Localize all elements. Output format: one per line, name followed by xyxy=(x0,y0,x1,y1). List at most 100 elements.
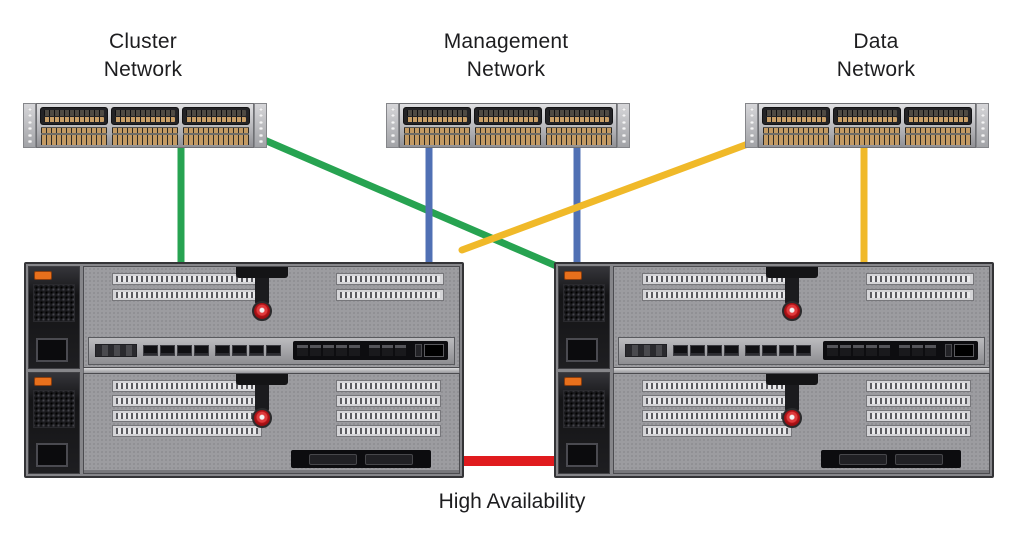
management-port xyxy=(954,344,974,357)
interconnect-port xyxy=(895,453,943,465)
psu-power-socket xyxy=(36,337,68,362)
psu-power-socket xyxy=(566,443,598,467)
controller-handle xyxy=(766,267,818,278)
rack-ear xyxy=(386,103,399,148)
console-port xyxy=(945,344,952,357)
sfp-port-group xyxy=(673,345,739,356)
bay-divider xyxy=(613,367,990,373)
blank-port-plate xyxy=(625,344,667,357)
controller-a xyxy=(83,266,460,368)
ethernet-port-block xyxy=(293,341,448,360)
cluster-network-label-line2: Network xyxy=(103,58,183,81)
pcie-slot-vent xyxy=(336,289,444,301)
controller-handle xyxy=(766,373,818,385)
data-cable-to-node-a xyxy=(458,137,760,254)
interconnect-port xyxy=(839,453,887,465)
controller-handle-stem xyxy=(785,384,799,411)
switch-port-row-top xyxy=(40,107,250,125)
pcie-slot-vent xyxy=(642,379,792,392)
interconnect-port xyxy=(365,453,413,465)
cam-lever-knob xyxy=(252,301,272,321)
rack-ear xyxy=(617,103,630,148)
cam-lever-knob xyxy=(252,407,272,428)
controller-handle-stem xyxy=(785,278,799,304)
cluster-cable-to-node-b xyxy=(258,135,565,272)
rack-ear xyxy=(23,103,36,148)
controller-b xyxy=(83,372,460,474)
controller-b xyxy=(613,372,990,474)
rack-ear xyxy=(745,103,758,148)
psu-column xyxy=(28,266,80,474)
controller-handle xyxy=(236,373,288,385)
psu-vent xyxy=(33,389,75,428)
psu-latch xyxy=(34,376,52,386)
pcie-slot-vent xyxy=(112,273,267,285)
pcie-slot-vent xyxy=(866,379,971,392)
interconnect-port xyxy=(309,453,357,465)
console-port xyxy=(415,344,422,357)
rack-ear xyxy=(254,103,267,148)
management-port xyxy=(424,344,444,357)
pcie-slot-vent xyxy=(336,424,441,437)
pcie-slot-vent xyxy=(866,394,971,407)
psu-column xyxy=(558,266,610,474)
sfp-port-group xyxy=(745,345,811,356)
cam-lever-knob xyxy=(782,301,802,321)
pcie-slot-vent xyxy=(642,394,792,407)
storage-node-a xyxy=(24,262,464,478)
cluster-network-switch xyxy=(23,103,267,148)
psu-power-socket xyxy=(566,337,598,362)
psu-latch xyxy=(564,376,582,386)
pcie-slot-vent xyxy=(866,409,971,422)
psu-bottom xyxy=(28,371,80,474)
psu-top xyxy=(28,266,80,369)
chassis-sill xyxy=(84,470,459,473)
pcie-slot-vent xyxy=(642,424,792,437)
sfp-port-group xyxy=(215,345,281,356)
io-port-strip xyxy=(618,336,985,365)
pcie-slot-vent xyxy=(866,273,974,285)
psu-latch xyxy=(564,271,582,280)
controller-handle xyxy=(236,267,288,278)
pcie-slot-vent xyxy=(112,424,262,437)
pcie-slot-vent xyxy=(112,289,267,301)
pcie-slot-vent xyxy=(336,273,444,285)
management-network-switch xyxy=(386,103,630,148)
data-network-label: Data Network xyxy=(766,28,986,84)
pcie-slot-vent xyxy=(112,394,262,407)
psu-top xyxy=(558,266,610,369)
pcie-slot-vent xyxy=(866,424,971,437)
pcie-slot-vent xyxy=(112,409,262,422)
rack-ear xyxy=(976,103,989,148)
switch-port-row-top xyxy=(403,107,613,125)
psu-vent xyxy=(563,284,605,322)
controller-handle-stem xyxy=(255,278,269,304)
psu-power-socket xyxy=(36,443,68,467)
high-availability-label: High Availability xyxy=(438,490,586,513)
switch-port-row-bottom xyxy=(403,127,613,145)
ethernet-port-block xyxy=(823,341,978,360)
pcie-slot-vent xyxy=(866,289,974,301)
interconnect-port-block xyxy=(291,450,431,468)
switch-faceplate xyxy=(399,103,617,148)
psu-latch xyxy=(34,271,52,280)
controller-a xyxy=(613,266,990,368)
data-network-switch xyxy=(745,103,989,148)
data-network-label-line2: Network xyxy=(836,58,916,81)
pcie-slot-vent xyxy=(336,394,441,407)
switch-faceplate xyxy=(758,103,976,148)
data-network-label-line1: Data xyxy=(853,30,899,53)
pcie-slot-vent xyxy=(336,379,441,392)
psu-vent xyxy=(563,389,605,428)
chassis-sill xyxy=(614,470,989,473)
pcie-slot-vent xyxy=(336,409,441,422)
psu-bottom xyxy=(558,371,610,474)
controller-handle-stem xyxy=(255,384,269,411)
cam-lever-knob xyxy=(782,407,802,428)
switch-faceplate xyxy=(36,103,254,148)
pcie-slot-vent xyxy=(642,289,797,301)
io-port-strip xyxy=(88,336,455,365)
management-network-label-line2: Network xyxy=(466,58,546,81)
switch-port-row-bottom xyxy=(762,127,972,145)
